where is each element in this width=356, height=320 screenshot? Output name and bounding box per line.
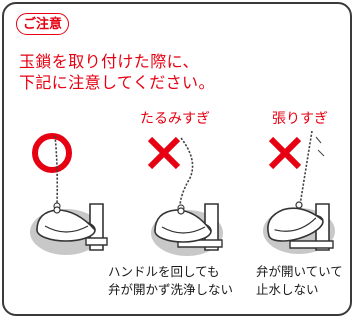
illustration-too-tight [263,130,335,254]
chain [177,137,194,212]
illustration-ok [30,133,108,255]
chain [299,130,325,206]
cross-ng-icon [268,136,302,170]
caption-too-slack-line-2: 弁が開かず洗浄しない [108,282,234,297]
caption-too-tight: 弁が開いていて 止水しない [256,263,343,299]
illustration-too-slack [147,136,223,256]
notice-badge: ご注意 [16,13,70,35]
caption-too-slack-line-1: ハンドルを回しても [108,264,220,279]
heading-line-1: 玉鎖を取り付けた際に、 [19,52,199,71]
label-too-tight: 張りすぎ [272,111,328,127]
flush-valve [36,203,108,251]
cross-ng-icon [147,136,181,170]
notice-heading: 玉鎖を取り付けた際に、 下記に注意してください。 [19,51,215,93]
heading-line-2: 下記に注意してください。 [19,73,215,92]
label-too-slack: たるみすぎ [140,111,210,127]
flush-valve [267,201,334,251]
circle-ok-icon [32,133,72,173]
flush-valve [154,203,223,251]
caption-too-tight-line-2: 止水しない [256,282,319,297]
caption-too-tight-line-1: 弁が開いていて [256,264,343,279]
caption-too-slack: ハンドルを回しても 弁が開かず洗浄しない [108,263,233,299]
